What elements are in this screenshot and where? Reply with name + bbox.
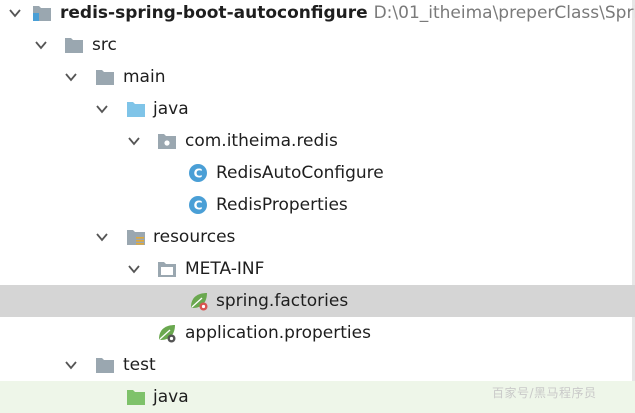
tree-item-label: src (92, 35, 117, 55)
tree-item-label: main (123, 67, 166, 87)
tree-item-label: com.itheima.redis (185, 131, 338, 151)
panel-edge (632, 0, 635, 410)
tree-row-meta-inf[interactable]: META-INF (0, 253, 635, 285)
chevron-down-icon[interactable] (64, 358, 78, 372)
spring-leaf-icon (188, 290, 210, 312)
resources-folder-icon (126, 228, 146, 246)
tree-item-label: RedisProperties (216, 195, 348, 215)
tree-item-label: RedisAutoConfigure (216, 163, 384, 183)
tree-row-spring-factories[interactable]: spring.factories (0, 285, 635, 317)
tree-row-test[interactable]: test (0, 349, 635, 381)
chevron-down-icon[interactable] (127, 134, 141, 148)
tree-row-java-test[interactable]: java (0, 381, 635, 413)
tree-item-label: java (153, 99, 189, 119)
tree-item-label: java (153, 387, 189, 407)
chevron-down-icon[interactable] (8, 6, 22, 20)
tree-row-java-main[interactable]: java (0, 93, 635, 125)
folder-icon (95, 356, 115, 374)
class-icon: C (188, 195, 208, 214)
watermark: 百家号/黑马程序员 (492, 386, 597, 400)
tree-item-label: META-INF (185, 259, 265, 279)
tree-row-main[interactable]: main (0, 61, 635, 93)
module-folder-icon (32, 4, 52, 22)
tree-row-resources[interactable]: resources (0, 221, 635, 253)
tree-item-label: redis-spring-boot-autoconfigure D:\01_it… (60, 2, 635, 24)
project-path: D:\01_itheima\preperClass\Spri (373, 3, 635, 23)
chevron-down-icon[interactable] (95, 102, 109, 116)
tree-row-class-redisautoconfigure[interactable]: C RedisAutoConfigure (0, 157, 635, 189)
chevron-down-icon[interactable] (95, 230, 109, 244)
tree-row-application-properties[interactable]: application.properties (0, 317, 635, 349)
class-icon: C (188, 163, 208, 182)
package-icon (157, 132, 177, 150)
tree-row-package[interactable]: com.itheima.redis (0, 125, 635, 157)
source-folder-icon (126, 100, 146, 118)
test-source-folder-icon (126, 388, 146, 406)
tree-item-label: application.properties (185, 323, 371, 343)
folder-icon (157, 260, 177, 278)
tree-row-project-root[interactable]: redis-spring-boot-autoconfigure D:\01_it… (0, 0, 635, 29)
folder-icon (95, 68, 115, 86)
tree-item-label: test (123, 355, 156, 375)
tree-row-src[interactable]: src (0, 29, 635, 61)
svg-text:C: C (194, 167, 203, 181)
tree-row-class-redisproperties[interactable]: C RedisProperties (0, 189, 635, 221)
tree-item-label: resources (153, 227, 236, 247)
chevron-down-icon[interactable] (127, 262, 141, 276)
svg-text:C: C (194, 199, 203, 213)
chevron-down-icon[interactable] (64, 70, 78, 84)
folder-icon (64, 36, 84, 54)
tree-item-label: spring.factories (216, 291, 349, 311)
chevron-down-icon[interactable] (34, 38, 48, 52)
spring-leaf-icon (156, 322, 178, 344)
project-name: redis-spring-boot-autoconfigure (60, 3, 368, 23)
